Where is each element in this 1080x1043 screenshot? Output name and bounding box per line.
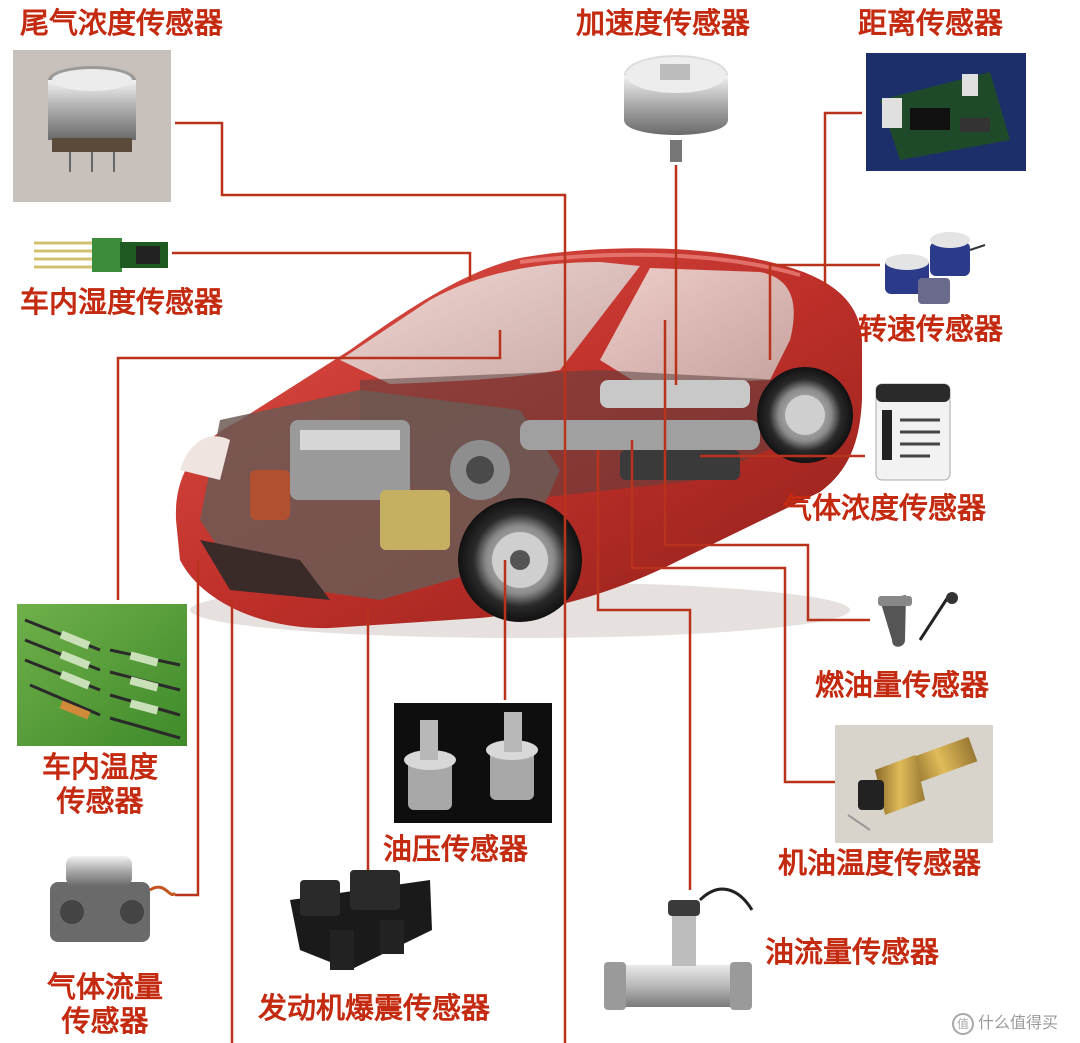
label-cabin-temp-line2: 传感器 <box>56 784 144 818</box>
label-cabin-temp-line1: 车内温度 <box>41 750 158 784</box>
label-cabin-temp-sensor: 车内温度 传感器 <box>20 750 180 818</box>
car-illustration <box>175 248 862 638</box>
watermark-text: 什么值得买 <box>978 1013 1059 1032</box>
label-oil-temp-sensor: 机油温度传感器 <box>778 846 982 880</box>
watermark-logo-icon: 值 <box>952 1012 974 1035</box>
label-gas-flow-line2: 传感器 <box>61 1004 149 1038</box>
label-gas-flow-sensor: 气体流量 传感器 <box>30 970 180 1038</box>
label-oil-pressure-sensor: 油压传感器 <box>383 832 529 866</box>
label-exhaust-sensor: 尾气浓度传感器 <box>20 6 224 40</box>
label-humidity-sensor: 车内湿度传感器 <box>20 285 224 319</box>
speed-sensor-photo <box>885 232 986 304</box>
label-fuel-level-sensor: 燃油量传感器 <box>815 668 990 702</box>
oil-flow-sensor-photo <box>604 887 754 1010</box>
gas-flow-sensor-photo <box>50 856 177 942</box>
label-gas-sensor: 气体浓度传感器 <box>783 491 987 525</box>
gas-sensor-photo <box>875 383 951 481</box>
cabin-temp-sensor-photo <box>17 604 187 746</box>
label-distance-sensor: 距离传感器 <box>858 6 1004 40</box>
label-gas-flow-line1: 气体流量 <box>46 970 163 1004</box>
exhaust-sensor-photo <box>13 50 171 202</box>
label-oil-flow-sensor: 油流量传感器 <box>765 935 940 969</box>
watermark: 值什么值得买 <box>952 1008 1058 1038</box>
accel-sensor-photo <box>624 55 728 162</box>
label-knock-sensor: 发动机爆震传感器 <box>258 991 491 1025</box>
oil-temp-sensor-photo <box>835 725 993 843</box>
distance-sensor-photo <box>866 53 1026 171</box>
label-accel-sensor: 加速度传感器 <box>576 6 751 40</box>
label-speed-sensor: 转速传感器 <box>858 312 1004 346</box>
leader-lines <box>116 111 880 1043</box>
fuel-level-sensor-photo <box>878 592 958 647</box>
humidity-sensor-photo <box>34 238 168 272</box>
knock-sensor-photo <box>290 870 432 970</box>
oil-pressure-sensor-photo <box>394 703 552 823</box>
